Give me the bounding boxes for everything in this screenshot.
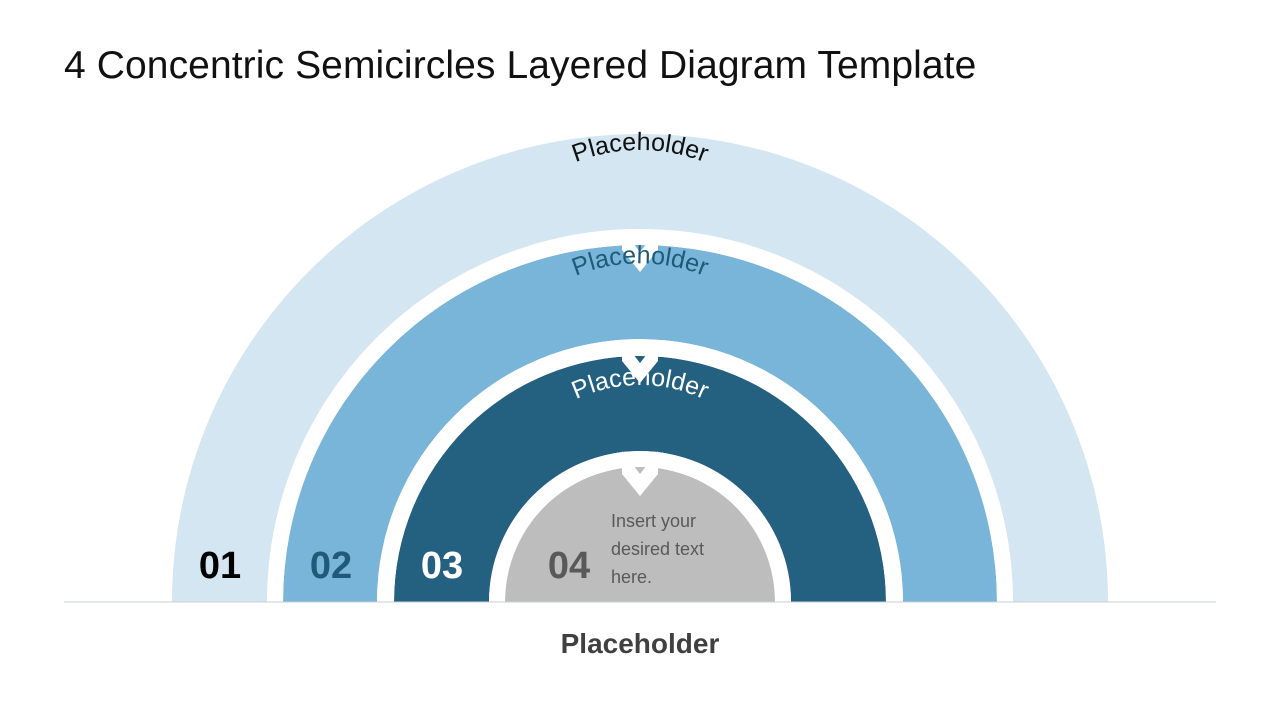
notch-layer-4 (622, 451, 658, 496)
layer-4-description-line-2: desired text (611, 539, 704, 559)
layer-1-ring (172, 134, 1108, 602)
layer-4-number: 04 (548, 545, 590, 587)
layer-2-number: 02 (310, 545, 352, 587)
layer-4-description-line-1: Insert your (611, 511, 696, 531)
notch-layer-2 (622, 229, 658, 272)
layer-4-core (505, 467, 775, 602)
layer-2-ring (283, 245, 997, 602)
footer-label: Placeholder (560, 628, 720, 659)
layer-3-number: 03 (421, 545, 463, 587)
layer-3-ring (394, 356, 886, 602)
slide-title: 4 Concentric Semicircles Layered Diagram… (64, 44, 977, 87)
layer-4-description-line-3: here. (611, 567, 652, 587)
separator-ring-3 (489, 451, 791, 602)
notch-layer-3 (622, 340, 658, 383)
layer-1-number: 01 (199, 545, 241, 587)
